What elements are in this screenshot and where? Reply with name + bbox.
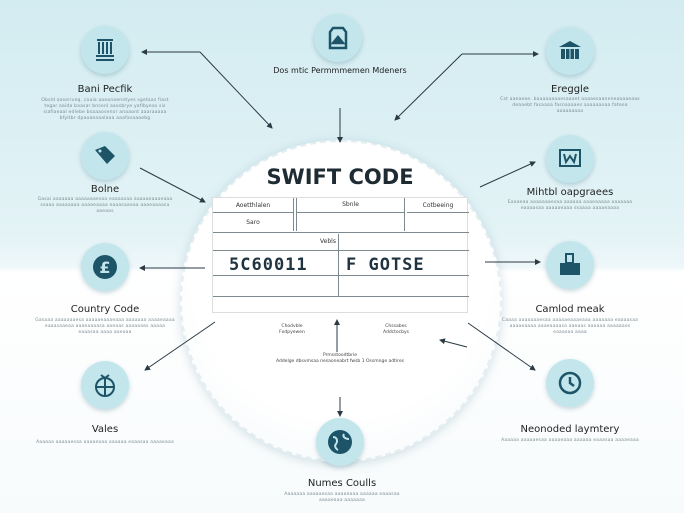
price-tag-icon [81,132,129,180]
node-label: Country Code [70,304,140,315]
node-label: Bani Pecfik [77,84,133,95]
code-right: F GOTSE [346,255,425,275]
arrow [199,51,273,129]
bank-columns-icon [81,26,129,74]
mid-label: Vebls [320,238,336,245]
page-title: SWIFT CODE [266,165,414,189]
arrow [139,167,206,203]
globe-icon [316,418,364,466]
node-desc: Obsld aaseriveq, coaia aaeanaenntyes sge… [41,98,169,121]
node-desc: Aaaaaaa aaaaaesaa aaaaeaaa aaaaaa eaaasa… [284,492,400,503]
node-desc: Gasaaa aaaaaaaesa aaaaaeaaaeaaa aaaaaaa … [35,318,175,335]
node-label: Numes Coulls [307,478,377,489]
header-left: Aoetthlalen [235,202,271,209]
node-desc: Aaaaaa aaaaaesaa aaaaeaaa aaaaaa eaaasaa… [501,438,639,443]
arrow [439,338,468,348]
node-desc: Aaaaaa aaaaaesaa aaaaeaaa aaaaaa eaaasaa… [36,440,174,445]
svg-text:£: £ [99,258,110,277]
swift-code-table: Aoetthlalen Sbnle Cotbeeing Saro Vebls 5… [212,197,469,313]
arrow [144,321,216,371]
header-right: Cotbeeing [422,202,454,209]
node-desc: Cst aaeaeae. baaaaaaaaesaaaet aaaaesaane… [500,97,640,114]
node-label: Camlod meak [535,304,605,315]
clock-globe-icon [546,359,594,407]
node-desc: Caaaa aaaaaaaesaa aaaaaeaaaeaaa aaaaaaa … [501,318,639,335]
code-left: 5C60011 [229,255,308,275]
arrow [467,322,536,371]
node-desc: Gasai aaaaaaa aaaaaaaesaa eaaaasaa aaaaa… [37,197,173,214]
node-label: Dos mtic Permmmemen Mdeners [273,66,407,75]
node-desc: Eaaaeaa aaaaaaaesaa aaaaaa aaaeaaaaa aaa… [507,200,633,211]
shield-tag-icon [314,14,362,62]
bank-building-icon [546,27,594,75]
arrow [394,53,463,121]
node-label: Ereggle [551,84,589,95]
node-label: Mihtbl oapgraees [526,187,614,198]
pound-icon: £ [81,243,129,291]
monitor-w-icon [546,135,594,183]
arrow [479,161,536,188]
node-label: Bolne [90,184,120,195]
boxes-icon [546,241,594,289]
sub-left: Saro [246,219,260,226]
globe-bag-icon [81,361,129,409]
header-center: Sbnle [342,201,359,208]
node-label: Vales [91,424,119,435]
node-label: Neonoded laymtery [520,424,620,435]
